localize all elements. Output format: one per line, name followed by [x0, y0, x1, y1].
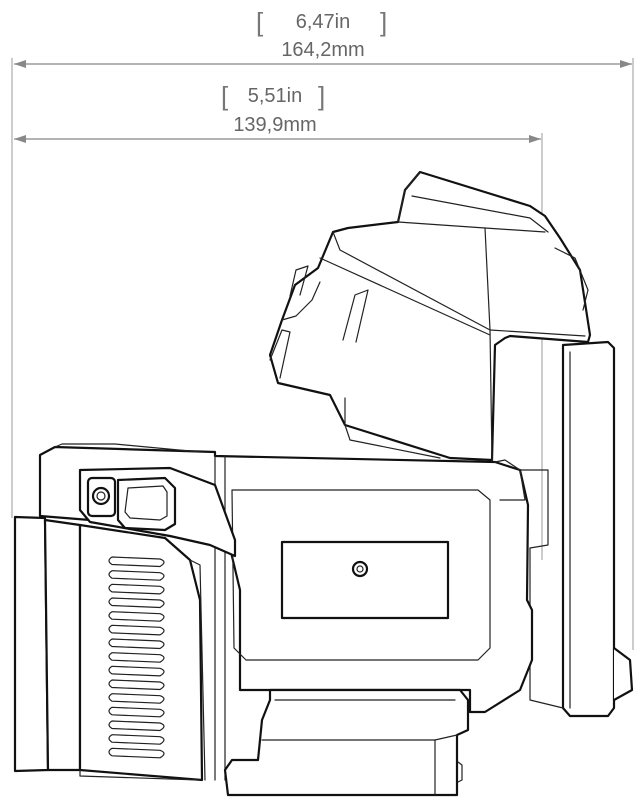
display-housing-body	[268, 170, 592, 462]
housing-tab-2	[342, 289, 369, 343]
grip-rib	[108, 570, 165, 581]
grip-rib	[108, 652, 165, 663]
lens-assembly	[13, 515, 206, 782]
body-top-ridge	[54, 443, 201, 453]
rear-hinge-lower	[529, 547, 564, 709]
grip-rib	[108, 665, 165, 677]
top-display-housing	[268, 170, 592, 462]
rear-connector	[612, 646, 634, 702]
body-side-panel	[231, 489, 491, 661]
grip-rib	[108, 747, 165, 759]
bracket-left: [	[221, 81, 229, 111]
laser-lens-icon	[91, 486, 111, 506]
body-label-plate	[280, 540, 450, 620]
grip-rib	[108, 624, 165, 636]
housing-vertical-edge	[484, 227, 493, 461]
grip-rib	[108, 611, 165, 622]
housing-bottom-lip	[344, 397, 441, 459]
housing-rear-knob	[554, 247, 589, 311]
grip-rib	[108, 734, 165, 745]
laser-lens-inner	[96, 491, 106, 501]
grip-rib	[108, 583, 165, 595]
lens-focus-ring	[78, 523, 204, 782]
bracket-left: [	[256, 7, 264, 37]
housing-edge	[397, 171, 421, 223]
handle-base	[223, 688, 470, 797]
bracket-right: ]	[318, 81, 325, 111]
rear-hinge	[519, 469, 549, 549]
grip-rib	[108, 638, 165, 650]
grip-rib	[108, 556, 165, 568]
overall-inches-label: 6,47in	[296, 11, 351, 33]
housing-side-line	[319, 257, 491, 336]
housing-front-button	[281, 281, 321, 321]
visual-camera-window	[116, 476, 177, 532]
lens-rear-edge	[189, 559, 206, 781]
grip-rib	[108, 597, 165, 609]
housing-top-bevel	[411, 195, 549, 233]
body-inches-label: 5,51in	[248, 85, 303, 107]
housing-front-bump	[269, 329, 291, 379]
lens-barrel	[43, 518, 82, 772]
lens-grip-ribs	[108, 556, 165, 759]
body-rear-latch	[494, 459, 526, 501]
handle-side-tab	[457, 761, 463, 783]
housing-shoulder-line	[332, 231, 586, 337]
lens-front-ring	[13, 515, 50, 773]
grip-rib	[108, 720, 165, 732]
dimension-body: [ 5,51in ] 139,9mm	[14, 81, 543, 560]
bracket-right: ]	[380, 7, 387, 37]
grip-rib	[108, 679, 165, 691]
rear-screen-frame	[561, 340, 616, 718]
housing-tab-1	[289, 265, 309, 297]
handle-outline	[223, 688, 470, 797]
tripod-screw-center	[356, 565, 364, 573]
lens-bottom-edge	[79, 769, 201, 781]
dimension-overall: [ 6,47in ] 164,2mm	[11, 7, 634, 650]
grip-rib	[108, 693, 165, 704]
tripod-screw	[351, 560, 369, 578]
grip-rib	[108, 706, 165, 718]
front-controls	[78, 466, 237, 558]
overall-mm-label: 164,2mm	[281, 39, 364, 61]
visual-camera-lens	[124, 485, 168, 521]
camera-outline	[13, 170, 634, 797]
rear-screen-panel	[519, 340, 634, 718]
body-mm-label: 139,9mm	[233, 114, 316, 136]
